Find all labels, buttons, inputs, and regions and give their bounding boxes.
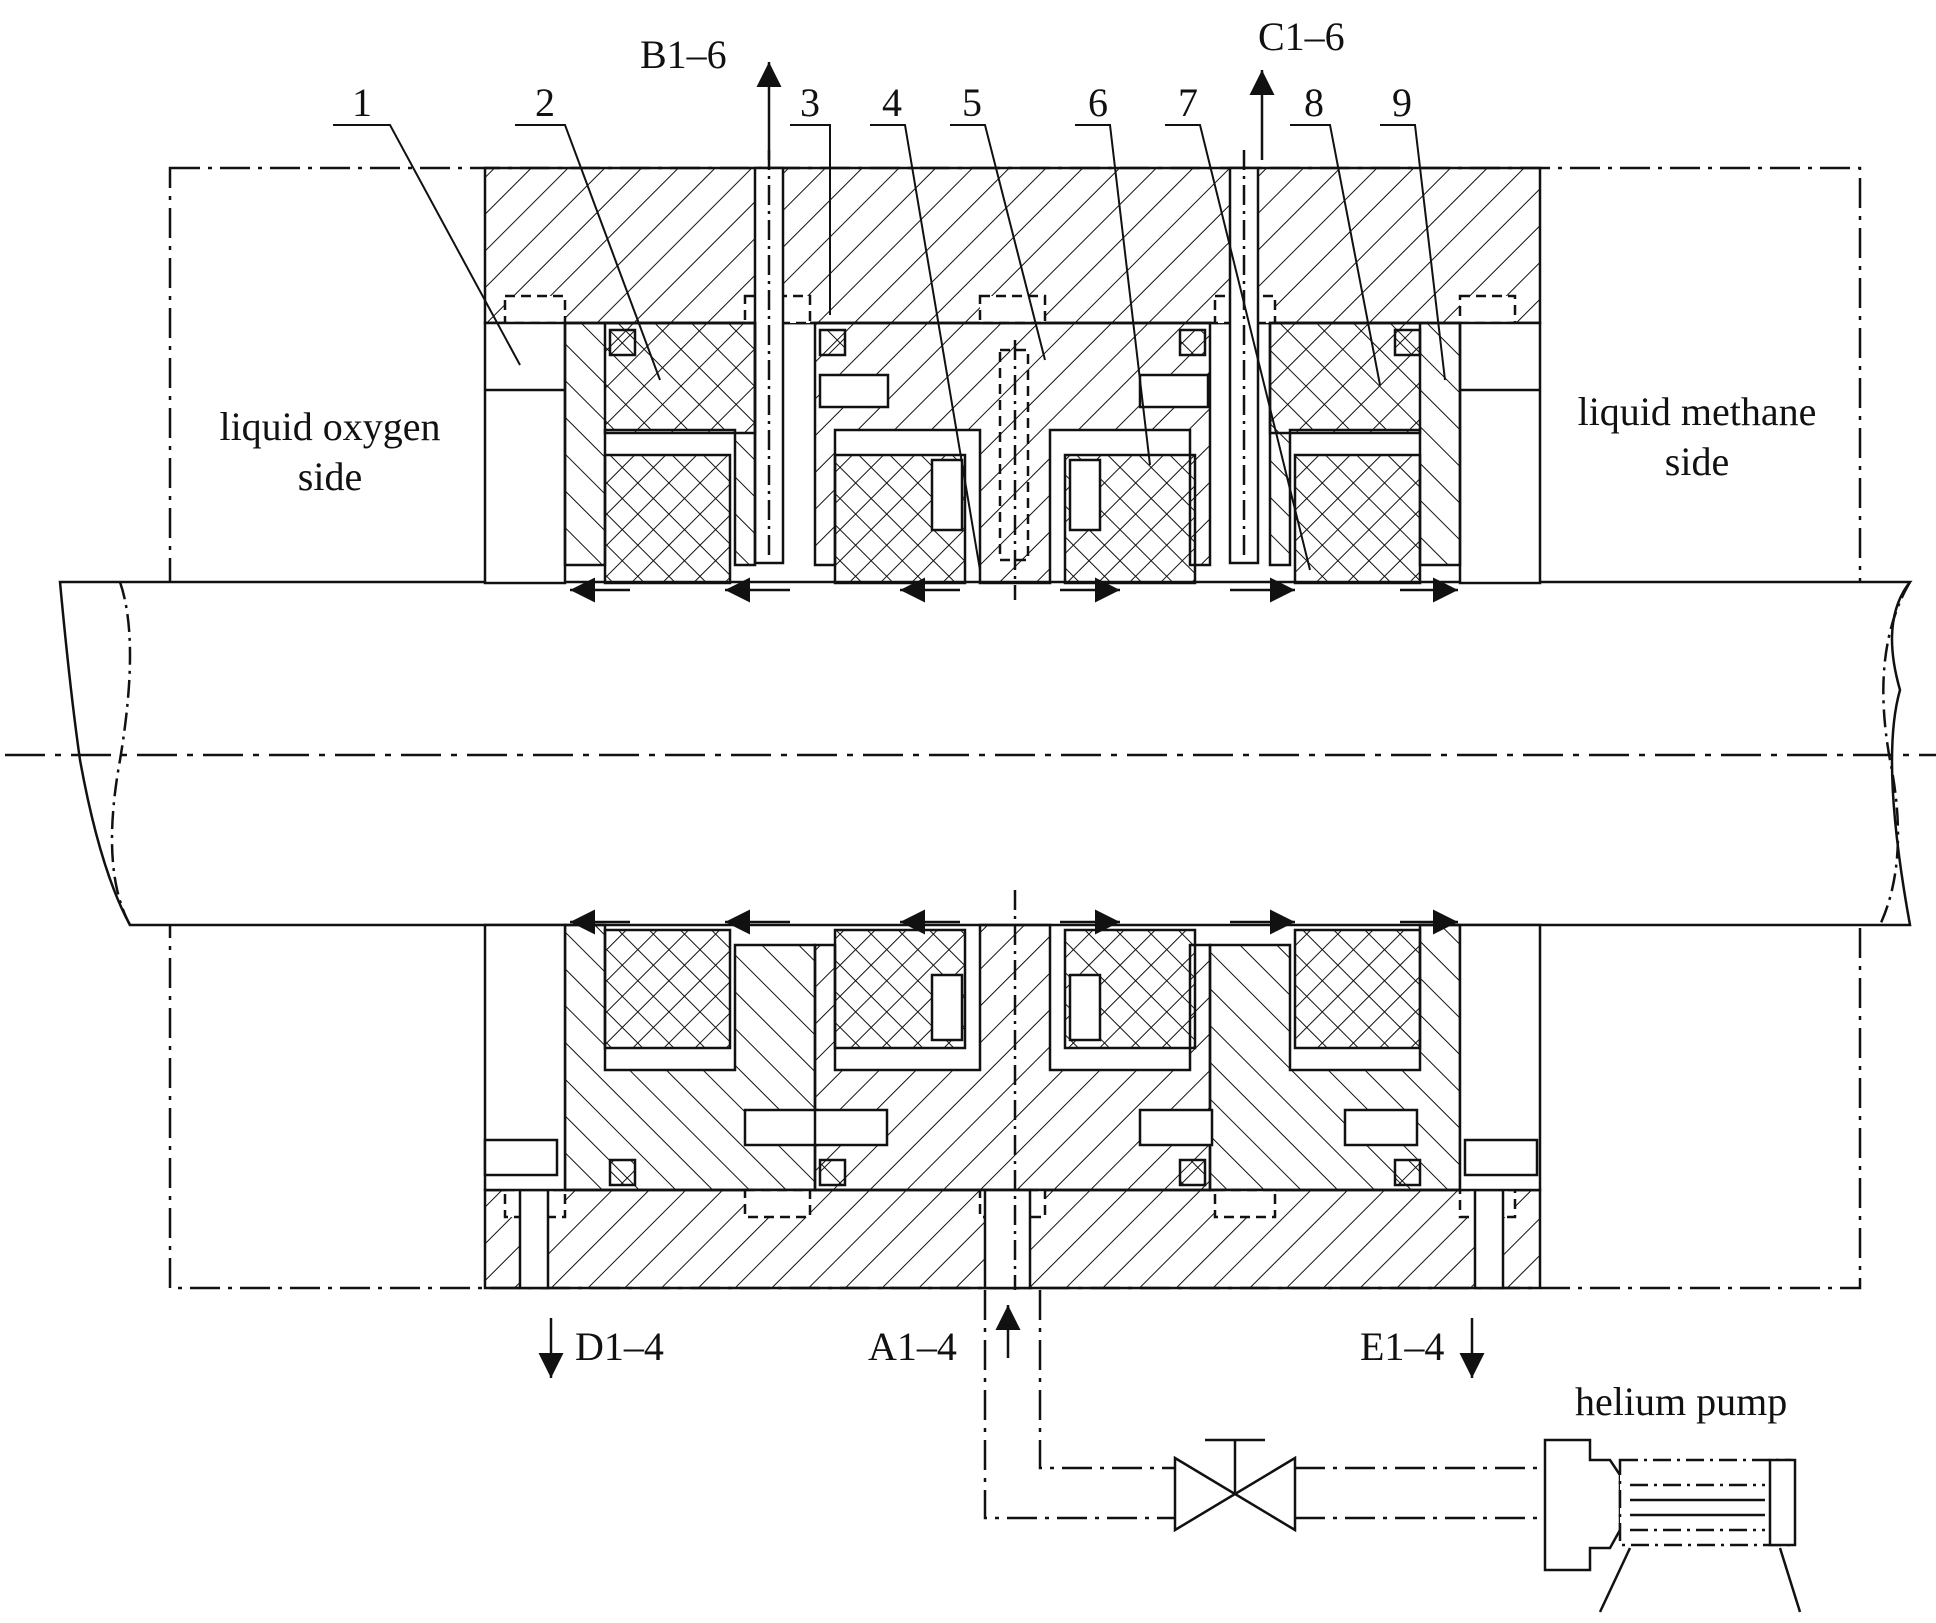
part-label-1: 1 (352, 80, 372, 125)
leader-lines (333, 124, 1446, 571)
part-label-7: 7 (1178, 80, 1198, 125)
part-label-4: 4 (882, 80, 902, 125)
top-housing-block (483, 150, 1542, 565)
shaft (5, 580, 1936, 927)
helium-pump-icon (1543, 1438, 1802, 1613)
part-label-3: 3 (800, 80, 820, 125)
part-labels: 1 2 3 4 5 6 7 8 9 (352, 80, 1412, 125)
seal-housings-bottom (483, 890, 1542, 1290)
helium-piping (983, 1290, 1545, 1520)
port-label-c: C1–6 (1258, 14, 1345, 59)
part-7-9-seal-housing-top (1268, 321, 1462, 585)
valve-icon[interactable] (1173, 1438, 1297, 1533)
port-label-a: A1–4 (868, 1324, 957, 1369)
part-label-8: 8 (1304, 80, 1324, 125)
port-label-d: D1–4 (575, 1324, 664, 1369)
bottom-housing-block (483, 1188, 1542, 1290)
helium-pump-label: helium pump (1575, 1379, 1787, 1424)
part-label-9: 9 (1392, 80, 1412, 125)
methane-side-line1: liquid methane (1578, 389, 1817, 434)
port-label-e: E1–4 (1360, 1324, 1444, 1369)
part-2-seal-housing-top (563, 321, 757, 585)
right-spacer (1458, 321, 1542, 585)
port-arrows (538, 62, 1485, 1378)
part-label-2: 2 (535, 80, 555, 125)
methane-side-line2: side (1665, 439, 1729, 484)
port-labels: B1–6 C1–6 D1–4 A1–4 E1–4 (575, 14, 1444, 1369)
oxygen-side-line1: liquid oxygen (219, 404, 440, 449)
part-3-5-seal-housing-top (813, 321, 1212, 600)
part-label-6: 6 (1088, 80, 1108, 125)
port-label-b: B1–6 (640, 32, 727, 77)
side-labels: liquid oxygen side liquid methane side (219, 389, 1816, 499)
oxygen-side-line2: side (298, 454, 362, 499)
part-label-5: 5 (962, 80, 982, 125)
part-1-spacer (483, 321, 567, 585)
